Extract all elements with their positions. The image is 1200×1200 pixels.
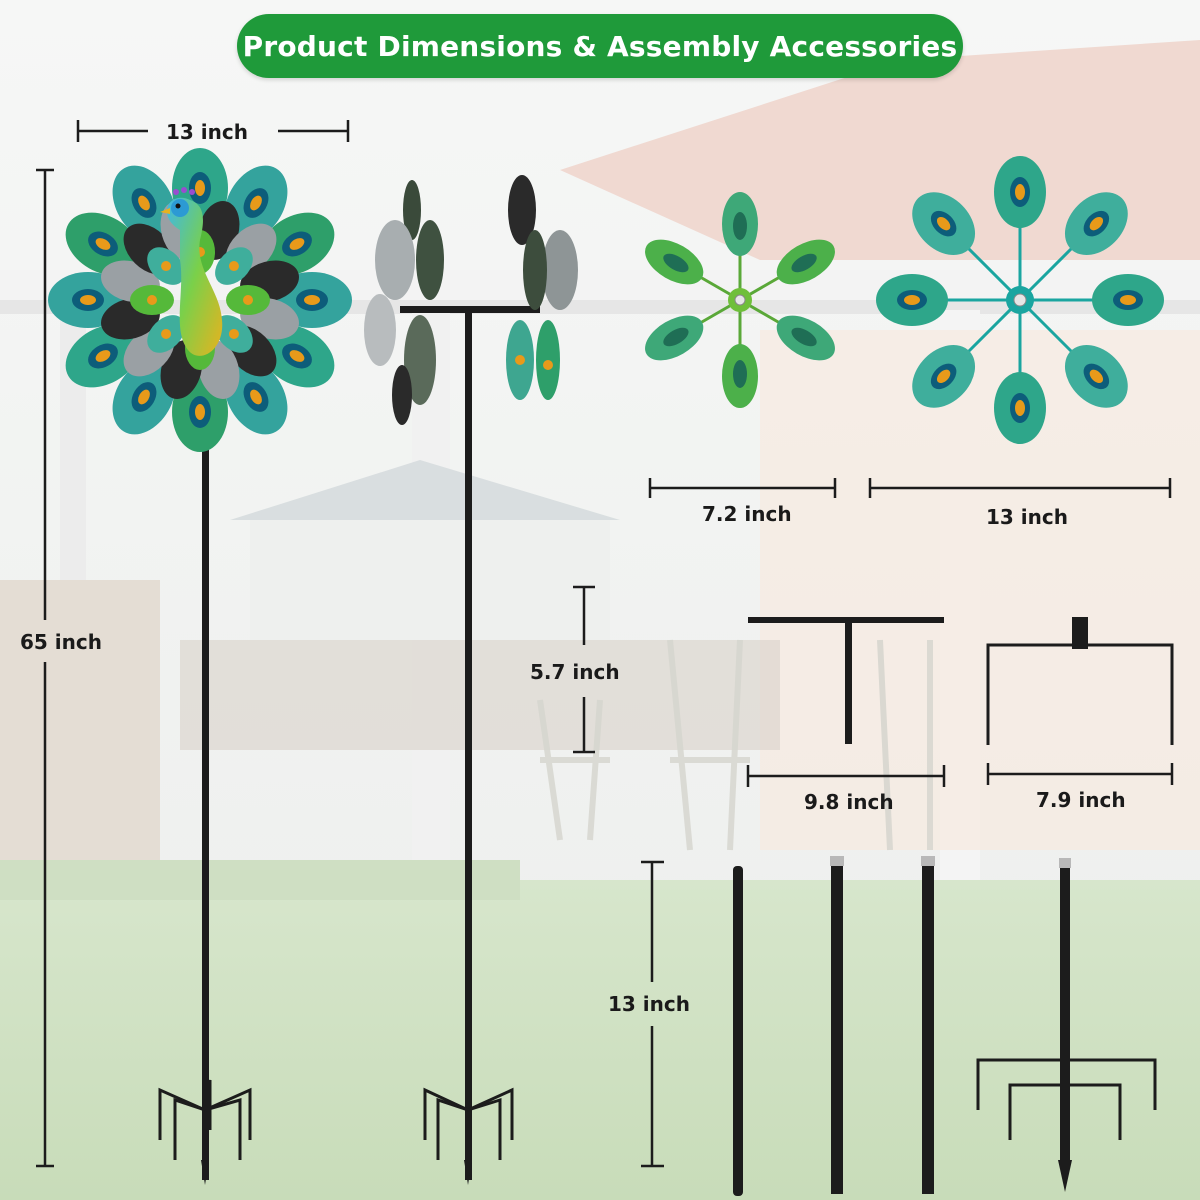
stake-bracket-icon bbox=[986, 617, 1174, 745]
ground-stake-icon bbox=[976, 858, 1157, 1192]
large-wheel-width-label: 13 inch bbox=[986, 505, 1068, 529]
t-bar-connector-icon bbox=[748, 617, 944, 744]
spinner-width-label: 13 inch bbox=[166, 120, 248, 144]
total-height-label: 65 inch bbox=[20, 630, 102, 654]
small-peacock-wheel-icon bbox=[645, 192, 835, 408]
peacock-wind-spinner-icon bbox=[48, 148, 352, 1185]
stake-base-width-label: 7.9 inch bbox=[1036, 788, 1126, 812]
dimension-lines bbox=[36, 120, 1174, 1168]
large-peacock-wheel-icon bbox=[876, 156, 1164, 444]
title-banner: Product Dimensions & Assembly Accessorie… bbox=[237, 14, 963, 78]
pole-sections-icon bbox=[733, 856, 935, 1196]
double-spinner-side-view-icon bbox=[364, 175, 578, 1185]
small-wheel-width-label: 7.2 inch bbox=[702, 502, 792, 526]
t-bar-width-label: 9.8 inch bbox=[804, 790, 894, 814]
banner-title: Product Dimensions & Assembly Accessorie… bbox=[242, 29, 958, 63]
t-bar-height-label: 5.7 inch bbox=[530, 660, 620, 684]
pole-section-length-label: 13 inch bbox=[608, 992, 690, 1016]
